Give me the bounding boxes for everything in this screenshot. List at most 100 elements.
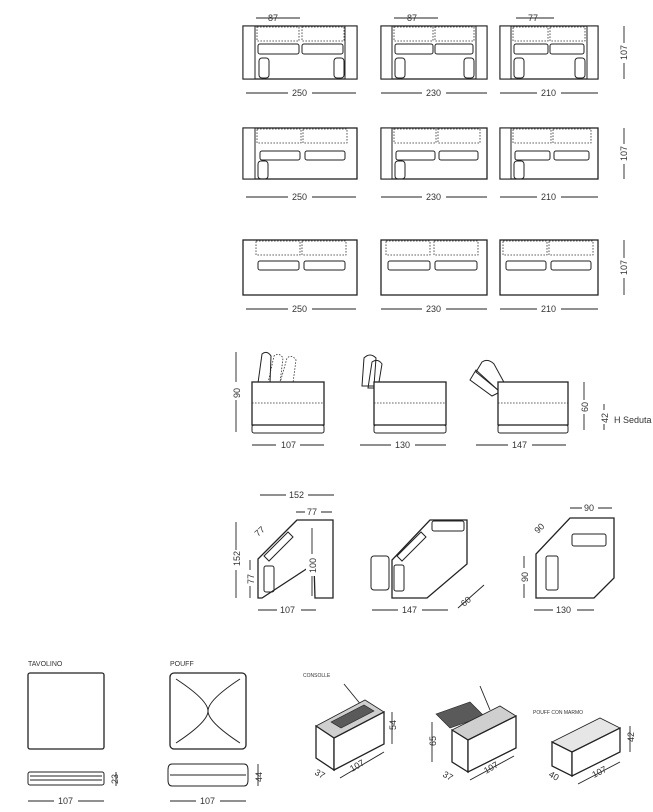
seat-cushion <box>553 150 590 161</box>
row1-sofa-230: 87 230 <box>380 13 488 98</box>
row3-sofa-230: 230 <box>380 239 488 314</box>
consolle-inner <box>330 704 375 729</box>
corner-element-3: 90 90 90 130 <box>518 502 615 615</box>
row3-depth: 107 <box>619 260 629 275</box>
left-arm <box>242 25 256 80</box>
seat-cushion <box>301 43 344 55</box>
seat-cushion <box>395 150 436 161</box>
seat-body <box>497 381 569 426</box>
consolle-label: CONSOLLE <box>303 673 331 679</box>
tavolino-label: TAVOLINO <box>28 661 63 668</box>
back-cushion-outline <box>385 240 431 256</box>
dim-arrow <box>577 761 621 785</box>
tavolino-height: 23 <box>110 774 120 784</box>
row2-width-230: 230 <box>426 192 441 202</box>
left-arm <box>242 127 256 180</box>
seat-height-60: 60 <box>580 402 590 412</box>
row1-top-dim-1: 87 <box>268 13 278 23</box>
side-profile-107: 90 107 <box>230 351 325 450</box>
recliner-mechanism <box>393 564 405 592</box>
corner3-diag: 90 <box>532 521 546 535</box>
sofa-outline <box>499 239 599 296</box>
right-arm <box>344 25 358 80</box>
pouff-height: 44 <box>254 772 264 782</box>
side-depth-107: 107 <box>281 440 296 450</box>
row1-width-250: 250 <box>292 88 307 98</box>
corner-outline <box>535 517 615 599</box>
backrest <box>257 351 272 384</box>
pouff-label: POUFF <box>170 661 194 668</box>
tavolino: TAVOLINO 23 107 <box>27 661 120 806</box>
seat-cushion <box>505 260 547 271</box>
seat-body <box>251 381 325 426</box>
consolle-open: 65 37 107 <box>428 685 517 783</box>
back-cushion-outline <box>552 128 592 144</box>
sofa-outline <box>499 25 599 80</box>
row2-sofa-230: 230 <box>380 127 488 202</box>
row1-top-dim-3: 77 <box>528 13 538 23</box>
recliner-mechanism <box>513 57 525 79</box>
backrest <box>361 354 377 387</box>
seat-cushion <box>434 260 478 271</box>
backrest-reclined-outline <box>279 356 297 384</box>
row3-width-210: 210 <box>541 304 556 314</box>
row2-width-250: 250 <box>292 192 307 202</box>
side-depth-147: 147 <box>512 440 527 450</box>
side-height-90: 90 <box>232 388 242 398</box>
row2-sofa-210: 210 <box>499 127 599 202</box>
corner-element-2: 147 60 <box>370 519 485 615</box>
seat-cushion <box>431 520 465 532</box>
corner1-left-inner: 77 <box>246 574 256 584</box>
pouff-marmo-height: 42 <box>626 732 636 742</box>
lamp-arm <box>479 685 491 711</box>
recliner-mechanism <box>394 160 406 180</box>
consolle-open-height: 65 <box>428 736 438 746</box>
base <box>373 424 447 434</box>
pouff-side <box>571 726 621 778</box>
corner3-left: 90 <box>520 572 530 582</box>
back-cushion-outline <box>301 26 345 42</box>
seat-height-label: H Seduta <box>614 415 652 425</box>
corner1-mid: 100 <box>308 558 318 573</box>
left-arm <box>499 25 512 80</box>
base <box>251 424 325 434</box>
seat-cushion <box>513 43 549 55</box>
seat-cushion <box>545 555 559 591</box>
corner1-bottom: 107 <box>280 605 295 615</box>
row1-sofa-210: 77 210 <box>499 13 599 98</box>
left-arm <box>380 127 393 180</box>
consolle-side <box>333 710 385 772</box>
seat-cushion <box>257 260 300 271</box>
left-arm <box>380 25 393 80</box>
row3-width-230: 230 <box>426 304 441 314</box>
table-top-view <box>27 672 105 750</box>
consolle-side <box>467 714 517 774</box>
corner2-bottom: 147 <box>402 605 417 615</box>
sofa-outline <box>242 25 358 80</box>
recliner-mechanism <box>258 57 270 79</box>
back-cushion-outline <box>256 128 302 144</box>
dim-arrow <box>339 751 385 779</box>
recliner-mechanism <box>463 57 475 79</box>
consolle-closed: CONSOLLE 54 37 107 <box>303 673 398 781</box>
recliner-mechanism <box>513 160 525 180</box>
recliner-mechanism <box>333 57 345 79</box>
side-depth-130: 130 <box>395 440 410 450</box>
row1-sofa-250: 87 250 <box>242 13 358 98</box>
side-pouff <box>370 555 390 591</box>
back-cushion-outline <box>255 240 301 256</box>
seat-cushion <box>387 260 431 271</box>
seat-cushion <box>263 531 294 562</box>
back-cushion-outline <box>548 240 594 256</box>
base <box>497 424 569 434</box>
row3-sofa-250: 250 <box>242 239 358 314</box>
seat-height-42: 42 <box>600 413 610 423</box>
sofa-outline <box>499 127 599 180</box>
corner2-diag: 60 <box>459 594 473 608</box>
pouff-side-view <box>167 763 249 787</box>
pouff: POUFF 44 107 <box>167 661 264 806</box>
seat-cushion <box>550 260 592 271</box>
seat-body <box>373 381 447 426</box>
backrest-reclined <box>469 369 501 397</box>
